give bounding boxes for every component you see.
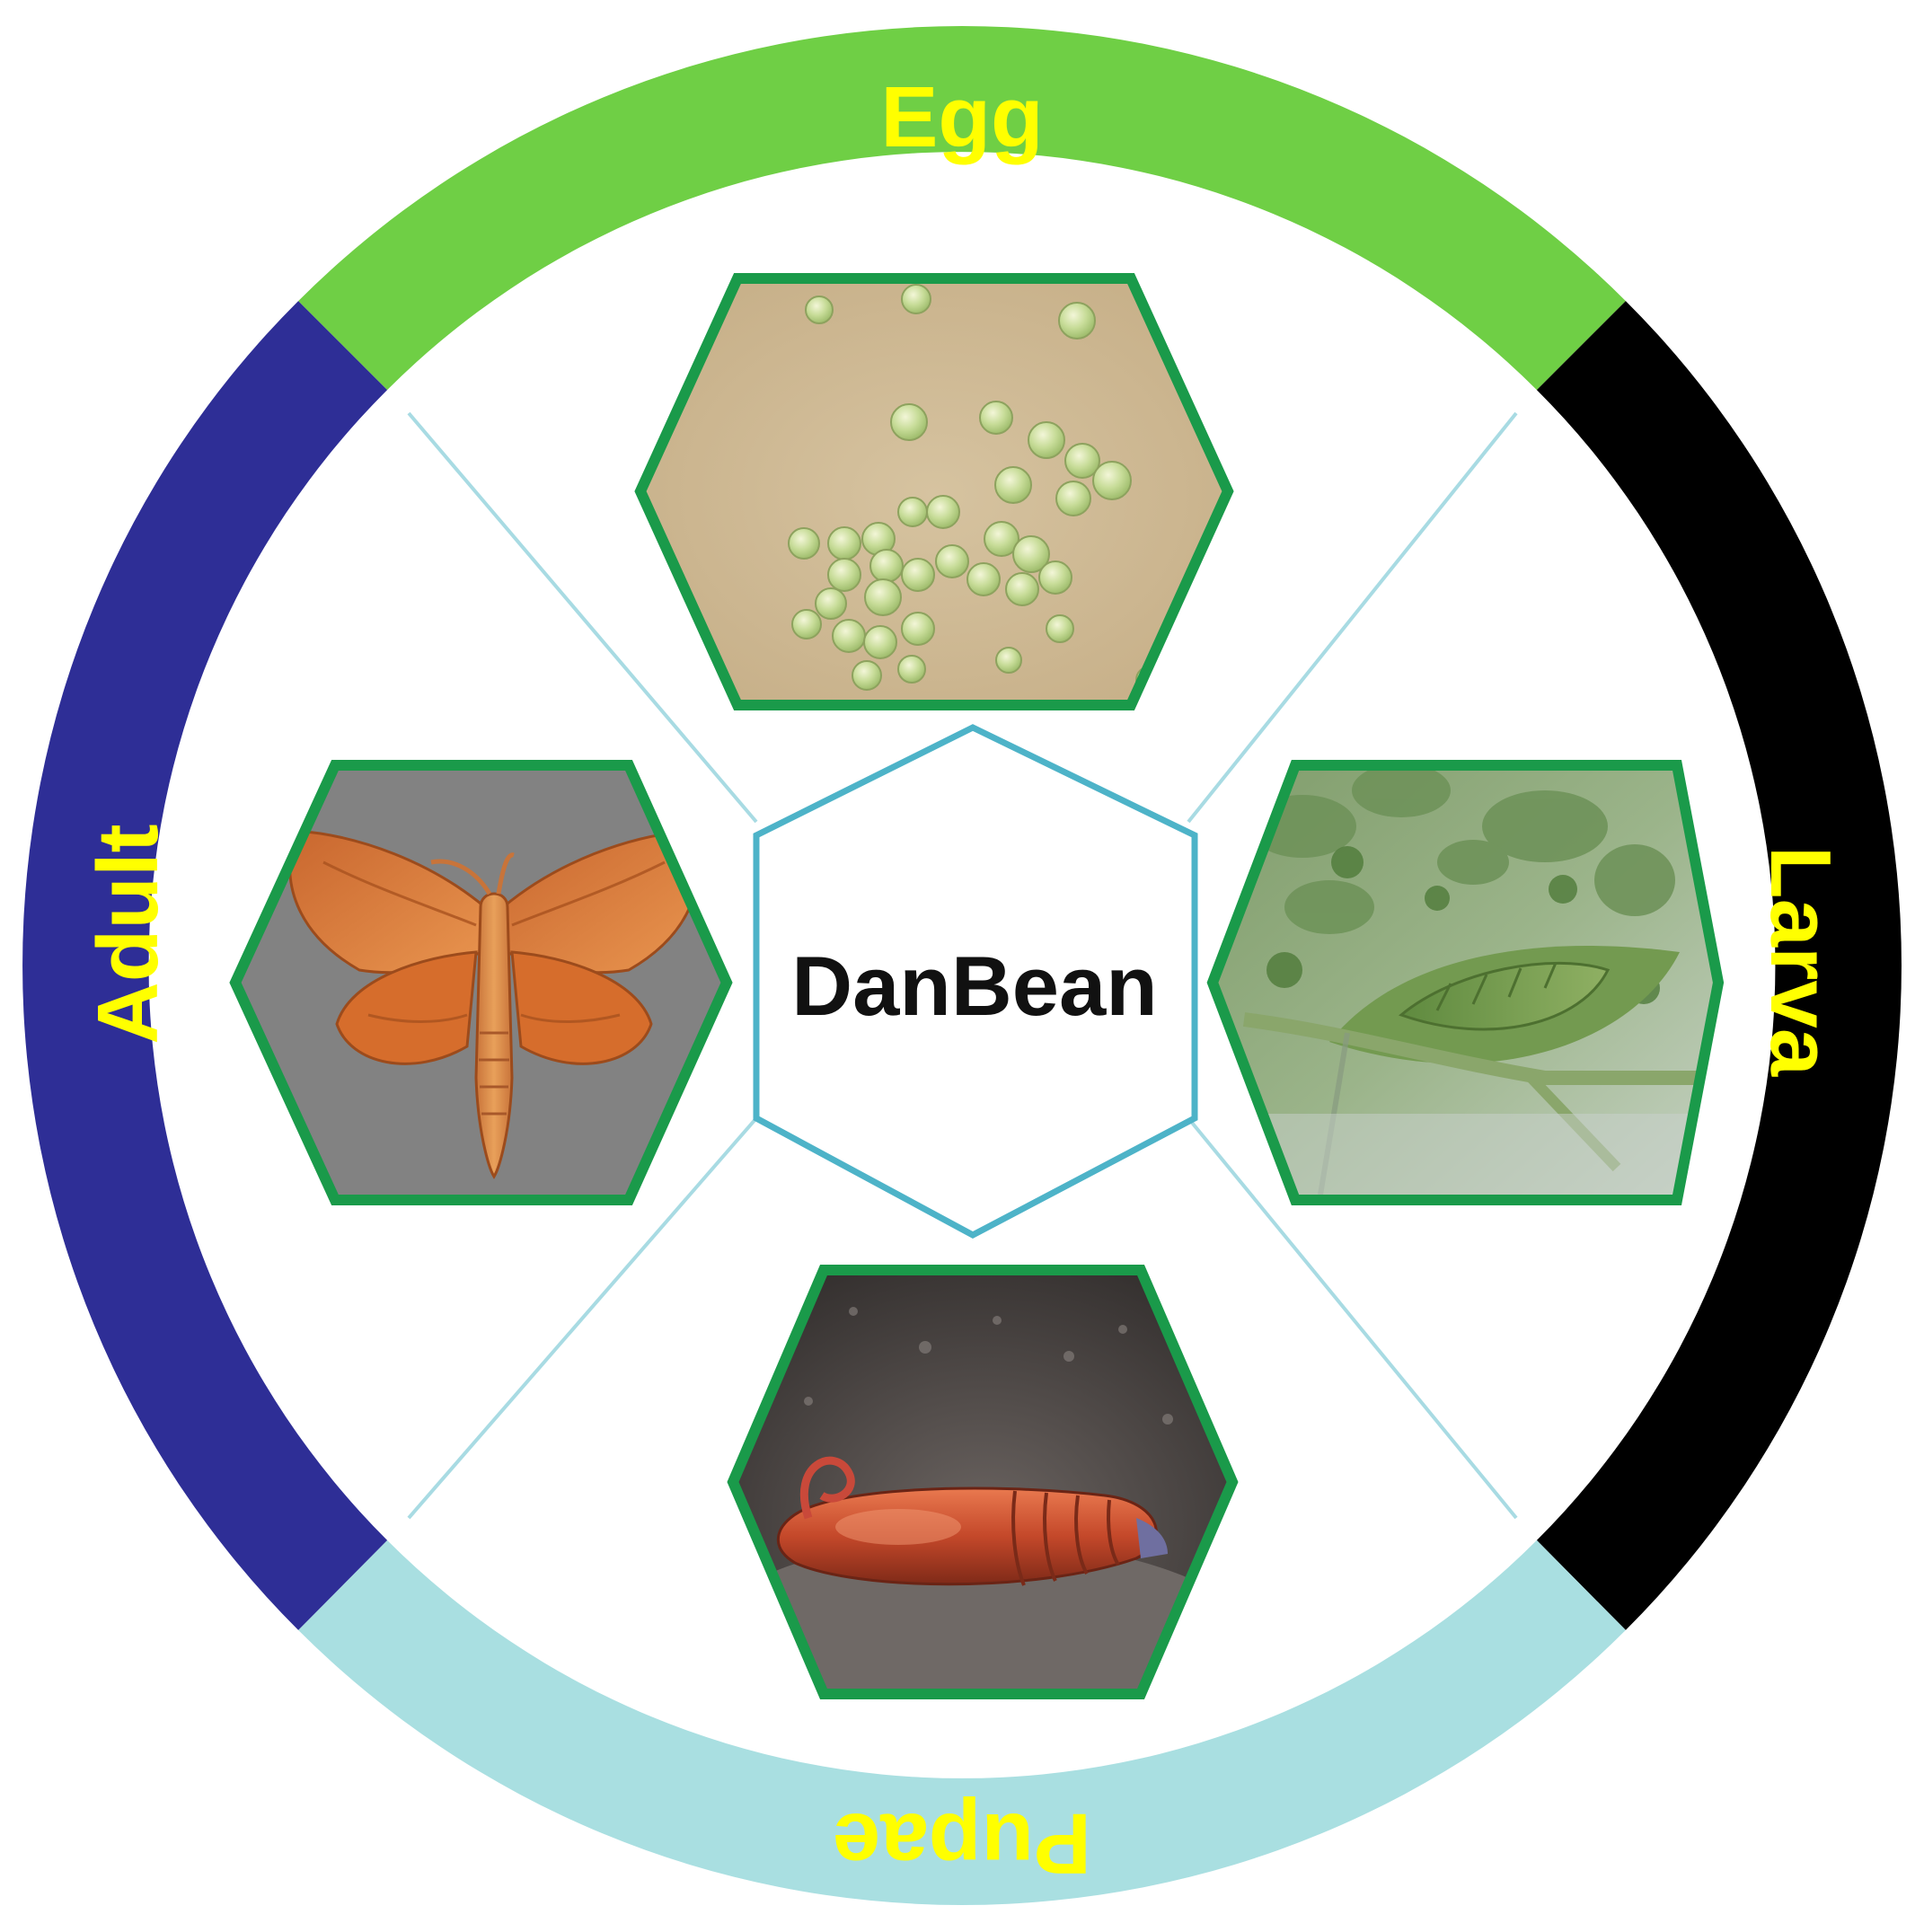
ring-segment-egg — [298, 26, 1626, 391]
egg-photo — [634, 273, 1234, 710]
egg-hex-frame — [634, 273, 1234, 710]
center-node: DanBean — [753, 724, 1198, 1239]
stage-label-larva: Larva — [1752, 846, 1849, 1077]
larva-photo — [1206, 760, 1725, 1205]
connector-line-bottom-left — [407, 1116, 758, 1520]
stage-label-pupae: Pupae — [833, 1795, 1091, 1892]
connector-lines — [407, 411, 1518, 1520]
connector-line-top-right — [1187, 411, 1518, 824]
ring-segment-larva — [1536, 301, 1902, 1630]
pupa-photo — [727, 1265, 1239, 1699]
adult-hex-frame — [229, 760, 733, 1205]
connector-line-bottom-right — [1187, 1116, 1518, 1520]
adult-photo — [229, 760, 733, 1205]
larva-hex-frame — [1206, 760, 1725, 1205]
center-label: DanBean — [791, 939, 1157, 1033]
ring-segment-adult — [22, 301, 388, 1630]
pupa-hex-frame — [727, 1265, 1239, 1699]
stage-label-egg: Egg — [880, 69, 1043, 165]
ring-segment-pupae — [298, 1539, 1626, 1905]
stage-label-adult: Adult — [80, 824, 176, 1044]
outer-ring — [22, 26, 1902, 1905]
connector-line-top-left — [407, 411, 758, 824]
center-hex — [753, 724, 1198, 1239]
